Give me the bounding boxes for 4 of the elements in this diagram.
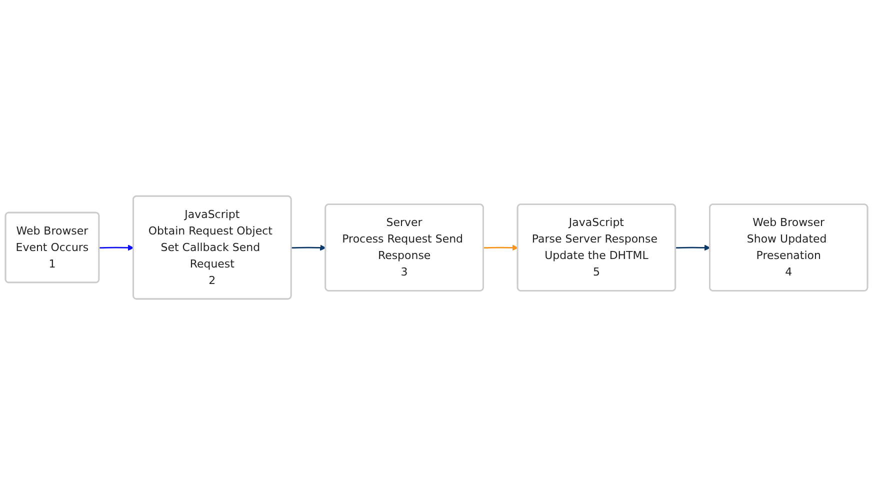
arrow [676, 244, 710, 251]
arrow [291, 244, 326, 251]
arrow [484, 244, 518, 251]
arrow [99, 244, 134, 251]
